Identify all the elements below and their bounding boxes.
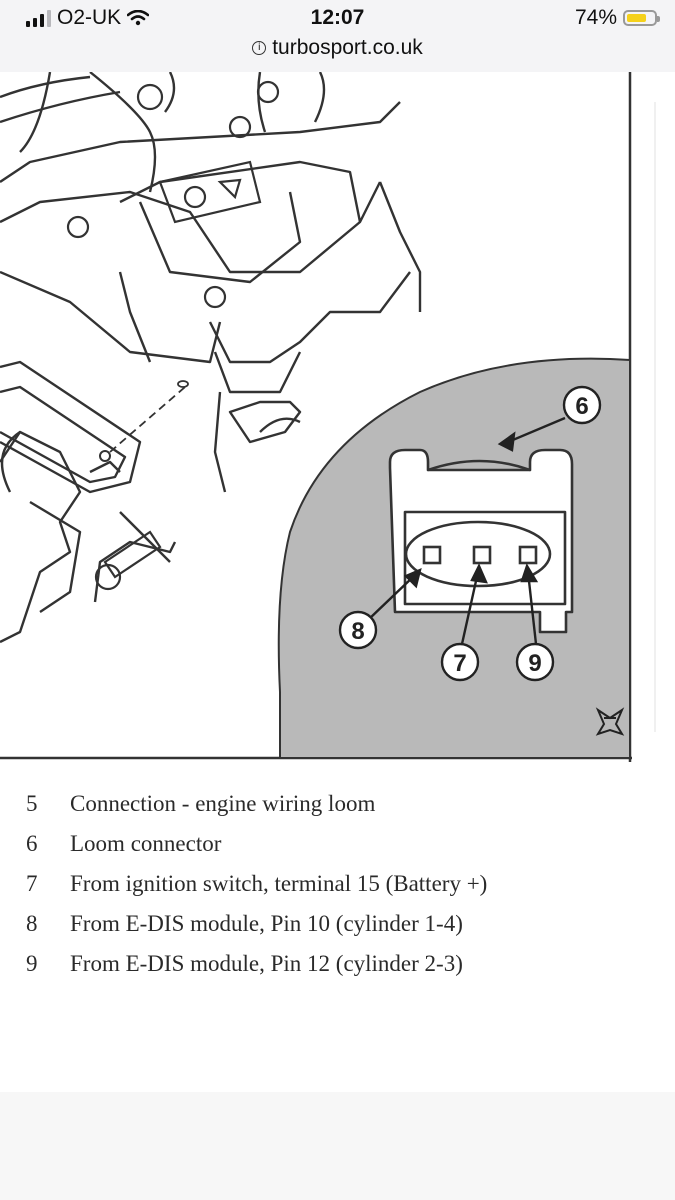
legend-number: 9 <box>26 951 38 976</box>
legend-number: 7 <box>26 871 38 896</box>
legend-list: 5 Connection - engine wiring loom 6 Loom… <box>26 784 666 984</box>
legend-number: 5 <box>26 791 38 816</box>
carrier-name: O2-UK <box>57 6 122 29</box>
legend-item: 8 From E-DIS module, Pin 10 (cylinder 1-… <box>26 904 666 944</box>
callout-7: 7 <box>440 642 480 682</box>
battery-percent: 74% <box>574 6 617 29</box>
carrier-indicator: O2-UK <box>26 6 150 30</box>
callout-9: 9 <box>515 642 555 682</box>
address-bar[interactable]: i turbosport.co.uk <box>0 36 675 60</box>
callout-8-label: 8 <box>351 618 364 645</box>
callout-6: 6 <box>562 385 602 425</box>
legend-text: Loom connector <box>70 831 222 856</box>
callout-6-label: 6 <box>575 393 588 420</box>
battery-icon <box>623 10 660 26</box>
legend-item: 9 From E-DIS module, Pin 12 (cylinder 2-… <box>26 944 666 984</box>
publisher-logo-icon <box>595 707 625 736</box>
clock: 12:07 <box>310 6 365 29</box>
battery-indicator: 74% <box>574 6 660 30</box>
callout-9-label: 9 <box>528 650 541 677</box>
legend-number: 6 <box>26 831 38 856</box>
callout-7-label: 7 <box>453 650 466 677</box>
legend-number: 8 <box>26 911 38 936</box>
callout-8: 8 <box>338 610 378 650</box>
info-icon: i <box>252 41 267 55</box>
status-bar: O2-UK 12:07 74% i turbosport.co.uk <box>0 0 675 72</box>
legend-text: From E-DIS module, Pin 10 (cylinder 1-4) <box>70 911 463 936</box>
bottom-panel <box>0 1092 675 1200</box>
legend-text: From ignition switch, terminal 15 (Batte… <box>70 871 488 896</box>
legend-item: 6 Loom connector <box>26 824 666 864</box>
signal-icon <box>26 9 51 27</box>
legend-text: Connection - engine wiring loom <box>70 791 376 816</box>
wiring-diagram: 6 8 7 9 <box>0 72 675 772</box>
wifi-icon <box>127 10 150 26</box>
battery-fill <box>627 14 646 22</box>
legend-item: 7 From ignition switch, terminal 15 (Bat… <box>26 864 666 904</box>
url-text: turbosport.co.uk <box>272 36 423 59</box>
legend-item: 5 Connection - engine wiring loom <box>26 784 666 824</box>
legend-text: From E-DIS module, Pin 12 (cylinder 2-3) <box>70 951 463 976</box>
